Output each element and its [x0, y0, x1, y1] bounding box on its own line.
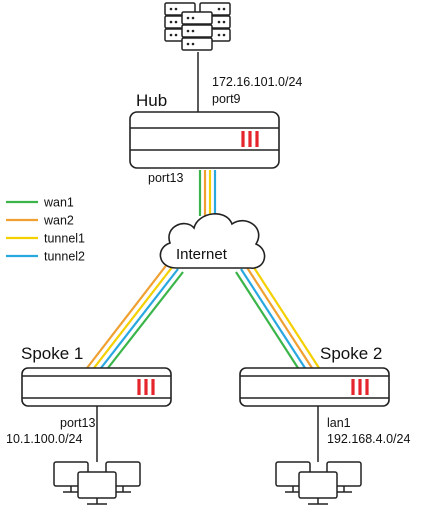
spoke1-firewall-accent-icon	[137, 379, 155, 395]
legend-label: tunnel1	[44, 232, 85, 246]
legend-label: wan1	[43, 196, 74, 210]
spoke2-firewall-accent-icon	[351, 379, 369, 395]
spoke1-computers-icon	[53, 461, 141, 505]
spoke2-port-label: lan1	[327, 416, 351, 430]
spoke2-firewall	[239, 367, 390, 407]
hub-firewall-accent-icon	[241, 131, 259, 147]
internet-cloud-icon	[159, 213, 266, 269]
spoke2-name-label: Spoke 2	[320, 344, 382, 363]
spoke2-links	[235, 262, 320, 369]
legend: wan1 wan2 tunnel1 tunnel2	[6, 196, 85, 264]
legend-item-tunnel2: tunnel2	[6, 250, 85, 264]
hub-port-down-label: port13	[148, 171, 183, 185]
legend-label: wan2	[43, 214, 74, 228]
hub-name-label: Hub	[136, 91, 167, 110]
spoke1-name-label: Spoke 1	[21, 344, 83, 363]
spoke1-port-label: port13	[60, 416, 95, 430]
spoke1-firewall	[21, 367, 172, 407]
hub-port-up-label: port9	[212, 92, 241, 106]
hub-server-subnet-label: 172.16.101.0/24	[212, 75, 302, 89]
legend-item-wan1: wan1	[6, 196, 74, 210]
internet-label: Internet	[176, 246, 228, 263]
server-rack-icon	[164, 2, 231, 112]
spoke2-subnet-label: 192.168.4.0/24	[327, 432, 410, 446]
spoke2-computers-icon	[275, 461, 362, 505]
spoke1-subnet-label: 10.1.100.0/24	[6, 432, 83, 446]
hub-to-internet-links	[198, 170, 217, 216]
legend-label: tunnel2	[44, 250, 85, 264]
legend-item-tunnel1: tunnel1	[6, 232, 85, 246]
spoke1-links	[86, 262, 184, 369]
hub-firewall	[129, 111, 280, 169]
legend-item-wan2: wan2	[6, 214, 74, 228]
